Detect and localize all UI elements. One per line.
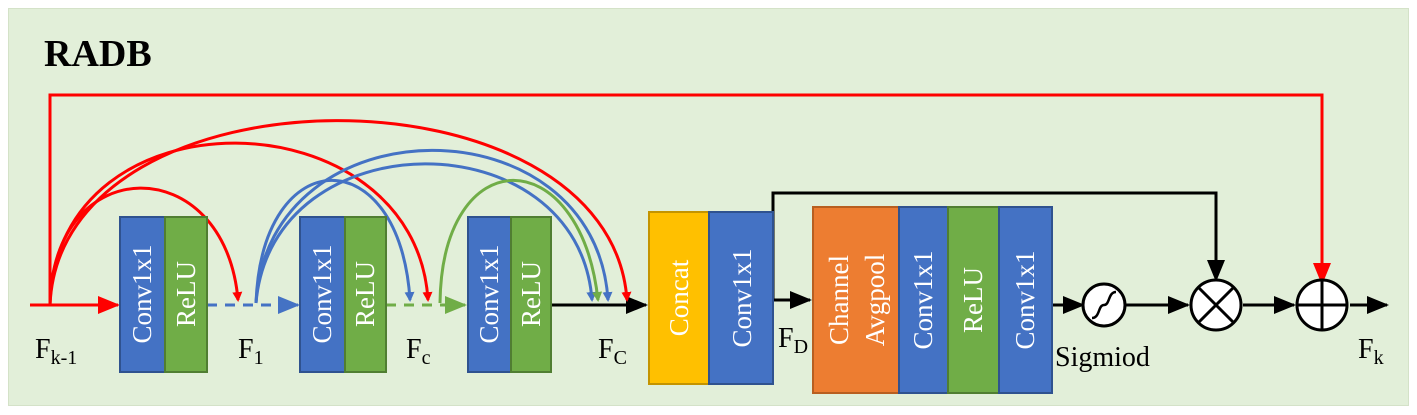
channel-attention-block: Channel Avgpool Conv1x1 ReLU Conv1x1 bbox=[812, 206, 1053, 394]
conv-label-2: Conv1x1 bbox=[307, 244, 337, 343]
conv-label-5: Conv1x1 bbox=[908, 250, 938, 349]
conv-label-3: Conv1x1 bbox=[474, 244, 504, 343]
label-sigmoid: Sigmiod bbox=[1055, 342, 1150, 373]
conv-block-1: Conv1x1 ReLU bbox=[119, 216, 208, 373]
label-fc: Fc bbox=[406, 334, 431, 369]
label-f1: F1 bbox=[238, 334, 264, 369]
channel-label: Channel bbox=[824, 255, 854, 345]
add-icon bbox=[1295, 278, 1349, 332]
multiply-icon bbox=[1189, 278, 1243, 332]
blue-arc-to-fC-2 bbox=[254, 162, 597, 304]
relu-label-1: ReLU bbox=[171, 261, 201, 327]
conv-label-6: Conv1x1 bbox=[1010, 250, 1040, 349]
green-arc-to-fC bbox=[438, 178, 603, 304]
red-arc-to-fc bbox=[48, 141, 433, 306]
blue-arc-to-fC bbox=[254, 148, 613, 304]
conv-block-3: Conv1x1 ReLU bbox=[467, 216, 552, 373]
concat-label: Concat bbox=[664, 259, 694, 336]
red-arc-to-fC bbox=[48, 119, 632, 306]
label-fd: FD bbox=[778, 323, 808, 358]
blue-arc-to-fc bbox=[254, 178, 415, 304]
label-fk-minus-1: Fk-1 bbox=[35, 334, 77, 369]
conv-label-4: Conv1x1 bbox=[727, 248, 757, 347]
sigmoid-icon bbox=[1081, 282, 1127, 328]
concat-block: Concat Conv1x1 bbox=[648, 211, 774, 385]
relu-label-2: ReLU bbox=[350, 261, 380, 327]
label-fC: FC bbox=[598, 334, 627, 369]
label-fk: Fk bbox=[1358, 334, 1384, 369]
conv-label-1: Conv1x1 bbox=[127, 244, 157, 343]
relu-label-5: ReLU bbox=[958, 267, 988, 333]
global-skip-connection bbox=[48, 93, 1331, 305]
avgpool-label: Avgpool bbox=[860, 254, 890, 347]
relu-label-3: ReLU bbox=[516, 261, 546, 327]
conv-block-2: Conv1x1 ReLU bbox=[299, 216, 387, 373]
diagram-title: RADB bbox=[44, 33, 152, 75]
